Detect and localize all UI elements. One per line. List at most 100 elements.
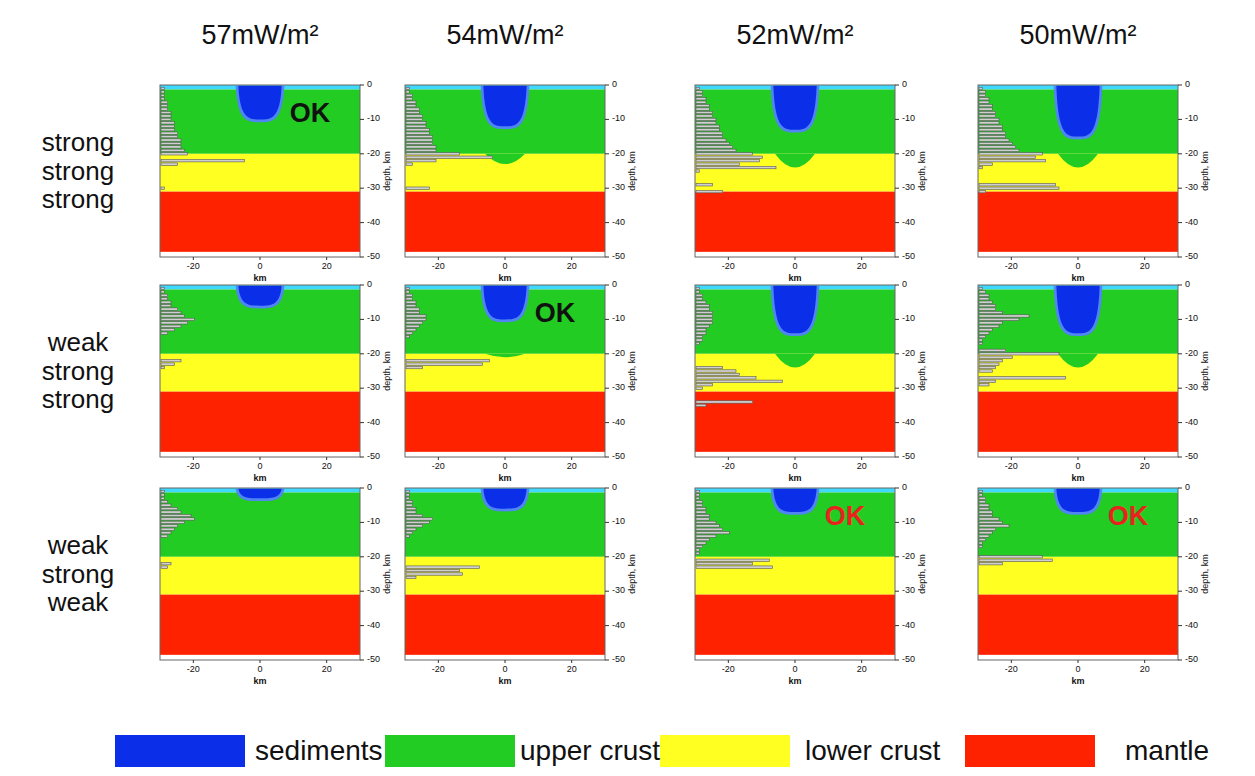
axis-label: -20 xyxy=(1185,349,1198,359)
depth-tick xyxy=(895,188,899,189)
panel-frame xyxy=(695,85,895,257)
rock-layer xyxy=(160,392,360,452)
axis-label: -20 xyxy=(432,262,445,272)
distance-tick xyxy=(193,660,194,663)
panel-heading: weak strong strong xyxy=(28,328,128,414)
axis-label: -20 xyxy=(1185,552,1198,562)
histogram-bar xyxy=(696,142,729,144)
axis-label: 20 xyxy=(322,262,332,272)
rock-layer xyxy=(978,154,1178,192)
depth-tick xyxy=(605,85,609,86)
histogram-bar xyxy=(979,377,1066,379)
histogram-bar xyxy=(406,335,409,337)
axis-label: km xyxy=(498,474,511,484)
histogram-bar xyxy=(979,129,1002,131)
histogram-bar xyxy=(979,521,1002,523)
histogram-bar xyxy=(979,356,1012,358)
histogram-bar xyxy=(161,146,181,148)
axis-label: -20 xyxy=(1005,262,1018,272)
histogram-bar xyxy=(696,535,716,537)
histogram-bar xyxy=(161,535,168,537)
histogram-bar xyxy=(696,366,723,368)
legend-swatch xyxy=(660,735,790,767)
histogram-bar xyxy=(161,497,164,499)
axis-label: depth, km xyxy=(383,554,393,594)
histogram-bar xyxy=(979,497,986,499)
histogram-bar xyxy=(406,294,413,296)
histogram-bar xyxy=(161,163,178,165)
sediment-basin xyxy=(1056,489,1099,512)
histogram-bar xyxy=(979,304,996,306)
axis-label: -10 xyxy=(612,114,625,124)
panel-heading: OK xyxy=(535,299,576,329)
distance-tick xyxy=(505,257,506,260)
histogram-bar xyxy=(161,332,168,334)
histogram-bar xyxy=(979,329,992,331)
histogram-bar xyxy=(161,525,178,527)
axis-label: 0 xyxy=(1185,280,1190,290)
histogram-bar xyxy=(696,494,699,496)
histogram-bar xyxy=(406,115,423,117)
histogram-bar xyxy=(979,518,999,520)
histogram-bar xyxy=(979,322,1002,324)
rock-layer xyxy=(405,595,605,655)
distance-tick xyxy=(260,660,261,663)
sediment-halo xyxy=(771,286,820,336)
distance-tick xyxy=(728,457,729,460)
distance-tick xyxy=(260,457,261,460)
histogram-bar xyxy=(979,294,989,296)
depth-tick xyxy=(1178,353,1182,354)
axis-label: 0 xyxy=(367,80,372,90)
panel-heading: strong strong strong xyxy=(28,128,128,214)
axis-label: depth, km xyxy=(383,351,393,391)
histogram-bar xyxy=(406,156,493,158)
axis-label: depth, km xyxy=(1201,554,1211,594)
histogram-bar xyxy=(406,104,416,106)
histogram-bar xyxy=(979,287,982,289)
axis-label: 0 xyxy=(792,665,797,675)
depth-tick xyxy=(605,591,609,592)
axis-label: depth, km xyxy=(918,151,928,191)
axis-label: 0 xyxy=(792,462,797,472)
histogram-bar xyxy=(696,294,703,296)
histogram-bar xyxy=(696,504,703,506)
panel-frame xyxy=(160,285,360,457)
depth-tick xyxy=(360,488,364,489)
depth-tick xyxy=(895,319,899,320)
histogram-bar xyxy=(161,308,178,310)
depth-tick xyxy=(605,660,609,661)
depth-tick xyxy=(895,625,899,626)
histogram-bar xyxy=(161,304,171,306)
depth-tick xyxy=(605,457,609,458)
histogram-bar xyxy=(979,562,1002,564)
histogram-bar xyxy=(696,287,699,289)
histogram-bar xyxy=(406,535,409,537)
histogram-bar xyxy=(406,511,416,513)
axis-label: -30 xyxy=(367,183,380,193)
axis-label: 0 xyxy=(612,80,617,90)
axis-label: -40 xyxy=(612,418,625,428)
axis-label: -40 xyxy=(1185,218,1198,228)
histogram-bar xyxy=(161,104,168,106)
distance-tick xyxy=(861,660,862,663)
histogram-bar xyxy=(979,514,992,516)
axis-label: 0 xyxy=(502,262,507,272)
panel-heading: OK xyxy=(825,502,866,532)
histogram-bar xyxy=(696,342,699,344)
histogram-bar xyxy=(161,108,168,110)
histogram-bar xyxy=(696,91,703,93)
panel-frame xyxy=(405,285,605,457)
rock-layer xyxy=(405,354,605,392)
depth-tick xyxy=(895,353,899,354)
distance-tick xyxy=(1078,457,1079,460)
depth-tick xyxy=(605,488,609,489)
histogram-bar xyxy=(696,132,723,134)
histogram-bar xyxy=(696,94,703,96)
panel-frame xyxy=(405,85,605,257)
axis-label: 0 xyxy=(902,80,907,90)
depth-tick xyxy=(360,353,364,354)
depth-tick xyxy=(1178,422,1182,423)
legend-text: sediments xyxy=(255,736,383,767)
histogram-bar xyxy=(406,497,409,499)
histogram-bar xyxy=(696,149,736,151)
